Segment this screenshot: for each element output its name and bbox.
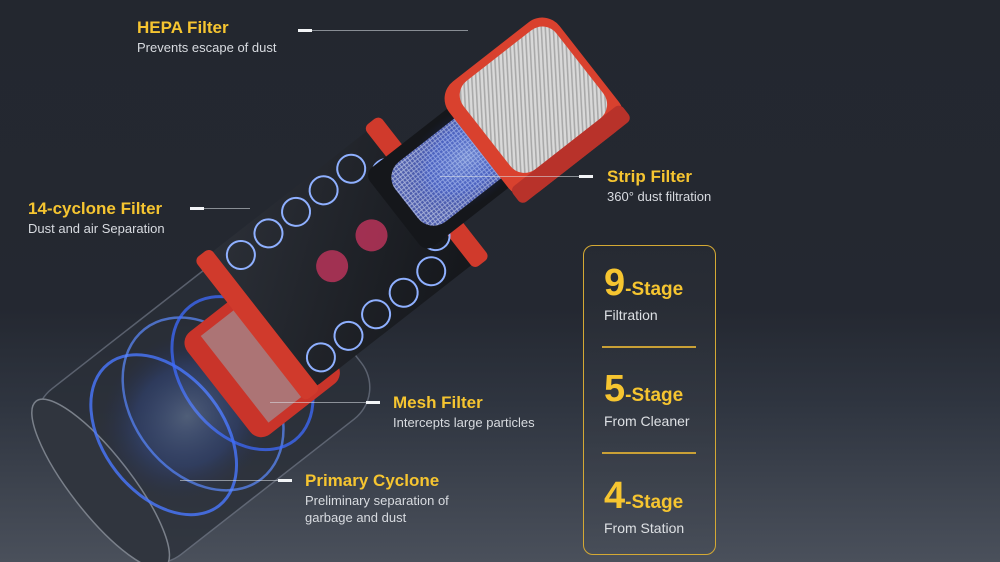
hepa-filter-label: HEPA Filter Prevents escape of dust [137, 18, 276, 56]
label-subtitle: Prevents escape of dust [137, 40, 277, 55]
cyclone14-filter-label: 14-cyclone Filter Dust and air Separatio… [28, 199, 165, 237]
label-subtitle: 360° dust filtration [607, 189, 712, 204]
strip-leader-line [440, 175, 593, 178]
label-subtitle: Dust and air Separation [28, 221, 165, 236]
mesh-leader-line [270, 401, 380, 404]
label-subtitle: Intercepts large particles [393, 415, 535, 430]
stage-stat-total: 9-Stage Filtration [604, 264, 683, 324]
label-subtitle-line1: Preliminary separation of [305, 493, 449, 508]
label-title: HEPA Filter [137, 18, 229, 37]
primary-leader-line [180, 479, 292, 482]
stage-number: 4 [604, 475, 626, 517]
mesh-filter-label: Mesh Filter Intercepts large particles [393, 393, 535, 431]
filtration-stages-panel: 9-Stage Filtration 5-Stage From Cleaner … [583, 245, 716, 555]
stage-description: Filtration [604, 307, 658, 323]
stage-divider [602, 452, 696, 454]
stage-number: 5 [604, 368, 626, 410]
strip-filter-label: Strip Filter 360° dust filtration [607, 167, 711, 205]
hepa-leader-line [298, 29, 468, 32]
label-title: Mesh Filter [393, 393, 483, 412]
label-title: Primary Cyclone [305, 471, 440, 490]
label-subtitle-line2: garbage and dust [305, 510, 407, 525]
label-title: 14-cyclone Filter [28, 199, 163, 218]
cyclone14-leader-line [190, 207, 250, 210]
label-title: Strip Filter [607, 167, 693, 186]
stage-number: 9 [604, 262, 626, 304]
stage-unit: -Stage [625, 385, 684, 406]
stage-unit: -Stage [625, 279, 684, 300]
stage-unit: -Stage [625, 492, 684, 513]
hepa-filter [444, 17, 630, 203]
stage-stat-cleaner: 5-Stage From Cleaner [604, 370, 690, 430]
stage-divider [602, 346, 696, 348]
stage-description: From Cleaner [604, 413, 690, 429]
stage-stat-station: 4-Stage From Station [604, 477, 684, 537]
stage-description: From Station [604, 520, 685, 536]
primary-cyclone-label: Primary Cyclone Preliminary separation o… [305, 471, 449, 526]
